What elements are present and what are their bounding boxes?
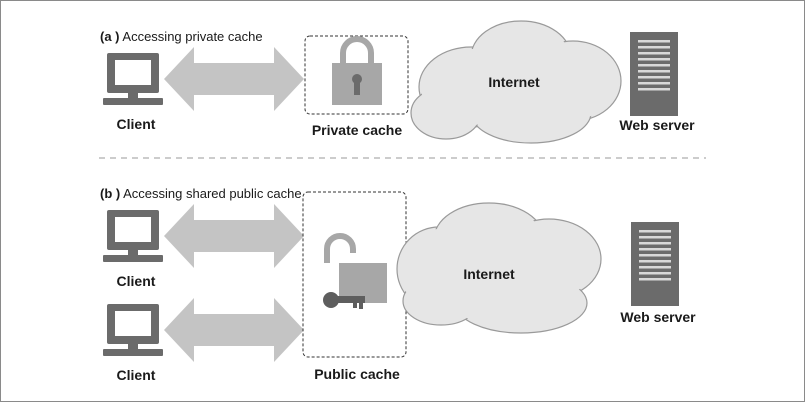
double-arrow-icon: [164, 204, 304, 268]
panel-b-caption: (b ) Accessing shared public cache: [100, 186, 302, 201]
client-label-2: Client: [117, 367, 156, 383]
public-cache-box: [302, 191, 407, 358]
double-arrow-icon: [164, 47, 304, 111]
panel-a-caption: (a ) Accessing private cache: [100, 29, 263, 44]
panel-a-caption-text: Accessing private cache: [122, 29, 262, 44]
private-cache-label: Private cache: [312, 122, 402, 138]
computer-icon: [103, 53, 163, 105]
private-cache-box: [304, 35, 409, 115]
panel-b-caption-text: Accessing shared public cache: [123, 186, 302, 201]
client-label-1: Client: [117, 273, 156, 289]
server-icon: [631, 222, 679, 306]
computer-icon: [103, 304, 163, 356]
unlocked-lock-icon: [324, 233, 387, 303]
panel-a-tag: (a ): [100, 29, 120, 44]
lock-icon: [332, 36, 382, 105]
double-arrow-icon: [164, 298, 304, 362]
panel-b-tag: (b ): [100, 186, 120, 201]
web-server-label: Web server: [620, 309, 696, 325]
client-label: Client: [117, 116, 156, 132]
internet-label: Internet: [488, 74, 540, 90]
key-icon: [323, 292, 365, 309]
web-server-label: Web server: [619, 117, 695, 133]
computer-icon: [103, 210, 163, 262]
server-icon: [630, 32, 678, 116]
internet-label: Internet: [463, 266, 515, 282]
public-cache-label: Public cache: [314, 366, 400, 382]
